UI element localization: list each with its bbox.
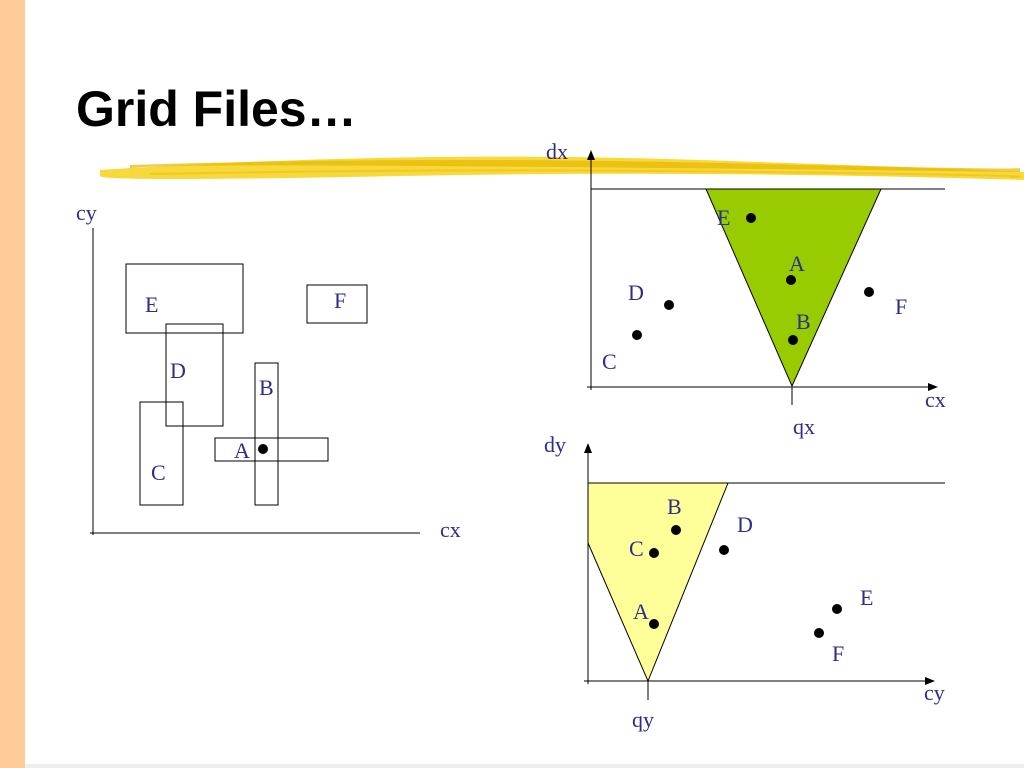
rect-f <box>306 284 368 324</box>
point-c-2-label: C <box>629 536 644 561</box>
rect-a-label: A <box>234 438 250 463</box>
point-c <box>632 330 642 340</box>
qx-label: qx <box>793 414 815 439</box>
green-query-triangle <box>705 188 882 388</box>
point-e-label: E <box>717 205 730 230</box>
bottom-right-x-arrow <box>925 677 935 685</box>
point-a-label: A <box>789 251 805 276</box>
query-point <box>258 444 268 454</box>
qy-label: qy <box>632 707 654 732</box>
point-b-2-label: B <box>667 494 682 519</box>
bottom-right-x-axis-label: cy <box>924 680 945 705</box>
yellow-query-triangle <box>587 482 729 683</box>
rect-c <box>139 401 184 506</box>
slide-bottom-border <box>25 764 1024 768</box>
top-right-diagram: dx cx qx E A D F B C <box>546 139 946 439</box>
point-f-2 <box>814 628 824 638</box>
point-b-label: B <box>796 309 811 334</box>
point-c-label: C <box>602 349 617 374</box>
left-y-axis-label: cy <box>76 200 97 225</box>
point-a <box>786 275 796 285</box>
point-e <box>746 213 756 223</box>
point-d-2-label: D <box>737 512 753 537</box>
rect-c-label: C <box>151 460 166 485</box>
point-d-label: D <box>628 280 644 305</box>
top-right-x-arrow <box>928 383 938 391</box>
rect-d <box>165 323 224 427</box>
rect-f-label: F <box>334 288 346 313</box>
point-b <box>788 335 798 345</box>
point-f-2-label: F <box>832 641 844 666</box>
point-c-2 <box>649 548 659 558</box>
rect-d-label: D <box>170 358 186 383</box>
point-b-2 <box>671 525 681 535</box>
point-d <box>664 300 674 310</box>
rect-b-label: B <box>259 375 274 400</box>
bottom-right-diagram: dy cy qy B D C E A F <box>544 432 945 732</box>
top-right-y-axis-label: dx <box>546 139 568 164</box>
slide-side-bar <box>0 0 25 768</box>
point-d-2 <box>719 545 729 555</box>
top-right-y-arrow <box>587 150 595 160</box>
bottom-right-y-arrow <box>584 443 592 453</box>
point-a-2 <box>649 619 659 629</box>
rect-b <box>254 362 279 506</box>
top-right-x-axis-label: cx <box>925 387 946 412</box>
bottom-right-y-axis-label: dy <box>544 432 566 457</box>
left-x-axis-label: cx <box>440 517 461 542</box>
point-f-label: F <box>895 294 907 319</box>
rect-e <box>125 263 244 334</box>
point-a-2-label: A <box>633 599 649 624</box>
rect-a <box>214 437 329 462</box>
left-diagram: cy cx E F D B A C <box>76 200 461 542</box>
point-e-2-label: E <box>860 585 873 610</box>
rect-e-label: E <box>145 292 158 317</box>
slide-title: Grid Files… <box>76 81 357 137</box>
point-f <box>864 287 874 297</box>
point-e-2 <box>832 604 842 614</box>
highlighter-stroke <box>100 156 1024 180</box>
